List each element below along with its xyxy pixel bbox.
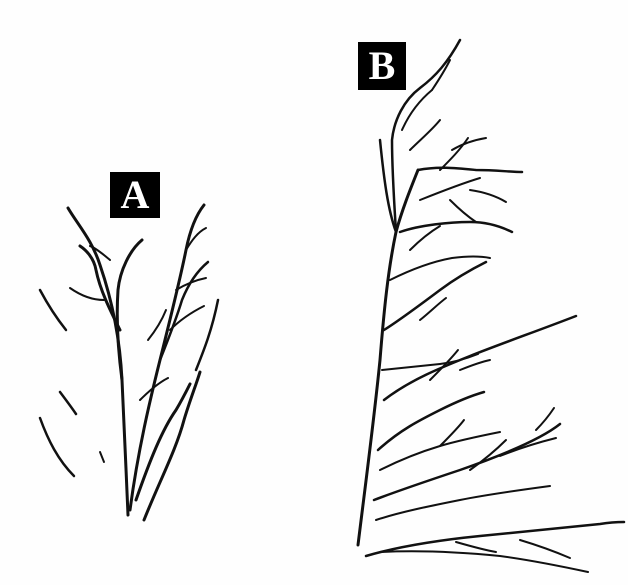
drawing-b-branch (520, 540, 570, 558)
drawing-b-branch (380, 432, 500, 470)
drawing-a (40, 205, 218, 520)
drawing-b-branch (410, 120, 440, 150)
drawing-b-branch (536, 408, 554, 430)
drawing-a-fragment (40, 290, 66, 330)
drawing-b-branch (376, 486, 550, 520)
drawing-b-branch (380, 551, 588, 572)
drawing-b-branch (460, 360, 490, 370)
drawing-a-branch (136, 384, 190, 500)
drawing-a-branch (196, 300, 218, 370)
drawing-b-branch (400, 222, 512, 232)
drawing-b-branch (470, 190, 506, 202)
label-a: A (110, 172, 160, 218)
drawing-b-branch (384, 262, 486, 330)
drawing-b-branch (420, 178, 480, 200)
drawing-b-branch (410, 226, 440, 250)
drawing-b-branch (452, 138, 486, 150)
drawing-a-fragment (40, 418, 74, 476)
drawing-a-fragment (100, 452, 104, 462)
drawing-a-branch (80, 246, 120, 330)
label-b: B (358, 42, 406, 90)
drawing-a-fragment (60, 392, 76, 414)
drawing-b (358, 40, 624, 572)
drawing-a-branch (70, 288, 104, 300)
drawing-b-branch (450, 200, 476, 222)
drawing-b-branch (456, 542, 496, 552)
drawing-b-branch (440, 138, 468, 170)
drawing-b-branch (402, 90, 432, 130)
drawing-b-branch (378, 392, 484, 450)
drawing-a-branch (148, 310, 166, 340)
drawing-a-branch (117, 240, 142, 380)
drawing-b-branch (418, 168, 522, 172)
drawing-b-stem (358, 170, 418, 545)
drawing-b-branch (384, 316, 576, 400)
drawing-b-branch (500, 438, 556, 456)
drawing-a-branch (160, 262, 208, 360)
